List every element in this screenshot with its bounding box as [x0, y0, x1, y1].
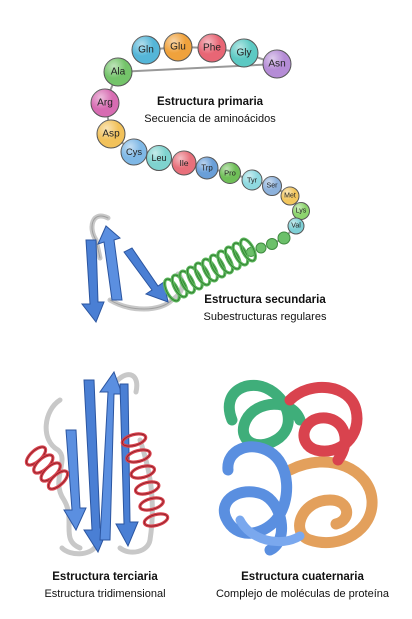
quaternary-subtitle: Complejo de moléculas de proteína — [215, 588, 390, 600]
tertiary-helix-left — [24, 445, 70, 491]
secondary-title: Estructura secundaria — [204, 294, 326, 306]
beta-strand-2 — [97, 225, 123, 301]
amino-acid-bead: Ala — [103, 57, 133, 87]
tertiary-structure-illustration — [24, 370, 170, 557]
chain-orange — [284, 456, 378, 549]
amino-acid-bead: Lys — [292, 202, 310, 220]
helix-turn — [202, 258, 218, 282]
amino-acid-label: Cys — [126, 147, 142, 157]
chain-red — [284, 381, 363, 466]
amino-acid-label: Arg — [97, 98, 113, 109]
primary-caption: Estructura primaria Secuencia de aminoác… — [135, 94, 285, 128]
chain-trailing-bead — [255, 242, 267, 254]
tertiary-caption: Estructura terciaria Estructura tridimen… — [25, 569, 185, 603]
amino-acid-label: Met — [284, 193, 296, 200]
amino-acid-bead: Glu — [163, 32, 193, 62]
amino-acid-bead: Cys — [120, 138, 148, 166]
alpha-helix — [163, 237, 257, 303]
amino-acid-label: Leu — [151, 153, 166, 163]
helix-turn — [240, 238, 256, 262]
helix-turn — [179, 270, 195, 294]
amino-acid-label: Ala — [111, 67, 126, 78]
secondary-caption: Estructura secundaria Subestructuras reg… — [190, 292, 340, 326]
chain-trailing-bead — [266, 238, 278, 250]
amino-acid-bead: Met — [280, 186, 300, 206]
amino-acid-label: Trp — [201, 164, 213, 173]
amino-acid-bead: Leu — [146, 145, 172, 171]
amino-acid-bead: Ile — [171, 150, 197, 176]
amino-acid-label: Asn — [268, 59, 285, 70]
chain-trailing-bead — [277, 231, 291, 245]
helix-turn — [121, 433, 147, 447]
helix-turn — [130, 465, 155, 479]
helix-turn — [209, 254, 226, 278]
helix-turn — [143, 513, 169, 527]
amino-acid-bead: Asp — [96, 119, 126, 149]
secondary-structure-illustration — [80, 213, 257, 323]
helix-turn — [194, 262, 211, 286]
amino-acid-label: Gly — [236, 48, 252, 59]
primary-title: Estructura primaria — [156, 96, 264, 108]
helix-turn — [217, 250, 233, 274]
chain-blue-loop — [235, 515, 305, 547]
helix-turn — [135, 481, 160, 495]
tertiary-strand-3 — [115, 383, 139, 548]
tertiary-helix-right — [120, 432, 170, 528]
amino-acid-label: Phe — [203, 43, 221, 54]
helix-turn — [164, 278, 180, 302]
beta-strand-1 — [80, 239, 105, 323]
amino-acid-label: Asp — [102, 129, 120, 140]
secondary-subtitle: Subestructuras regulares — [203, 311, 327, 323]
helix-turn — [48, 470, 68, 490]
amino-acid-bead: Pro — [219, 162, 241, 184]
amino-acid-bead: Tyr — [241, 169, 263, 191]
tertiary-strand-4 — [63, 429, 87, 532]
amino-acid-label: Ser — [267, 183, 279, 190]
beta-strand-3 — [123, 247, 169, 303]
amino-acid-bead: Gln — [131, 35, 161, 65]
amino-acid-label: Ile — [179, 158, 188, 168]
tertiary-subtitle: Estructura tridimensional — [44, 588, 166, 600]
amino-acid-bead: Asn — [262, 49, 292, 79]
amino-acid-bead: Trp — [195, 156, 219, 180]
helix-turn — [139, 497, 164, 511]
amino-acid-label: Pro — [224, 169, 236, 178]
amino-acid-label: Val — [291, 223, 301, 230]
primary-subtitle: Secuencia de aminoácidos — [144, 113, 276, 125]
tertiary-strand-2 — [99, 370, 123, 541]
quaternary-caption: Estructura cuaternaria Complejo de moléc… — [200, 569, 405, 603]
amino-acid-bead: Ser — [262, 176, 282, 196]
quaternary-title: Estructura cuaternaria — [241, 571, 364, 583]
amino-acid-bead: Arg — [90, 88, 120, 118]
helix-turn — [126, 449, 151, 463]
chain-green — [223, 380, 306, 451]
amino-acid-bead: Gly — [229, 38, 259, 68]
amino-acid-label: Lys — [296, 208, 307, 215]
amino-acid-bead: Val — [287, 217, 305, 235]
quaternary-structure-illustration — [218, 380, 378, 556]
amino-acid-label: Glu — [170, 42, 186, 53]
helix-turn — [171, 274, 188, 298]
helix-turn — [187, 266, 203, 290]
amino-acid-label: Tyr — [247, 176, 258, 185]
amino-acid-bead: Phe — [197, 33, 227, 63]
amino-acid-label: Gln — [138, 45, 154, 56]
tertiary-title: Estructura terciaria — [52, 571, 158, 583]
helix-turn — [232, 242, 249, 266]
helix-turn — [225, 246, 241, 270]
